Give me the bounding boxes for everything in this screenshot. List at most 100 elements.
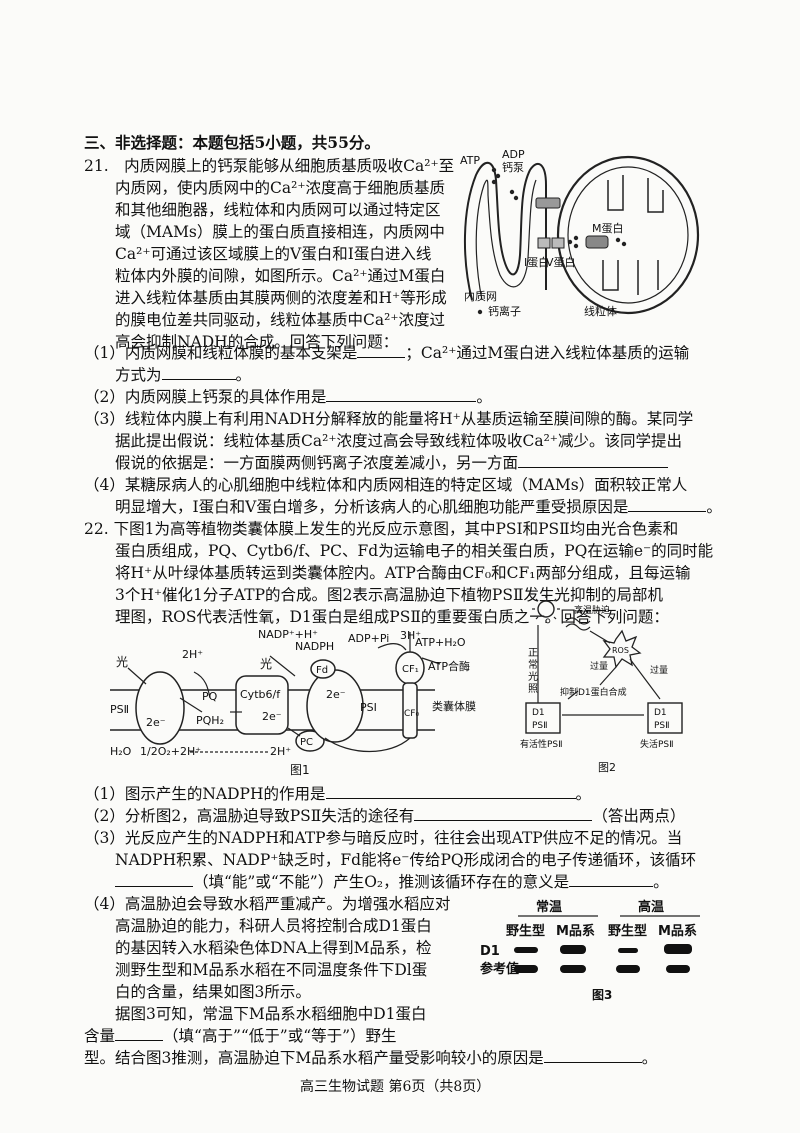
er-outline [463,161,547,301]
fig3-m-line-1: M品系 [556,923,595,939]
fig2-psii-b: PSⅡ [654,721,670,731]
fig-mito-label: 线粒体 [584,304,617,318]
sun-rays [532,595,560,623]
answer-blank[interactable] [357,343,406,358]
pc-shape [295,730,325,752]
fig1-psii: PSⅡ [110,703,129,716]
q21-line-1: 21. 内质网膜上的钙泵能够从细胞质基质吸收Ca²⁺至 [84,157,455,175]
q21-sub4-text-b: 明显增大，I蛋白和V蛋白增多，分析该病人的心肌细胞功能严重受损原因是 [115,498,629,516]
q21-line-2: 内质网，使内质网中的Ca²⁺浓度高于细胞质基质 [115,179,445,197]
q22-fig3: 常温 高温 野生型 M品系 野生型 M品系 D1 参考值 图3 [480,899,700,1002]
fig1-3h: 3H⁺ [400,629,421,642]
q21-sub1-line2: 方式为。 [115,365,252,384]
answer-blank[interactable] [161,365,236,380]
q21-figure: ATP ADP 钙泵 M蛋白 I蛋白 V蛋白 内质网 钙离子 线粒体 [460,148,700,318]
fd-shape [310,659,336,679]
q21-sub4-line2: 明显增大，I蛋白和V蛋白增多，分析该病人的心肌细胞功能严重受损原因是。 [115,497,722,516]
fig1-caption: 图1 [290,763,310,777]
section-heading: 三、非选择题：本题包括5小题，共55分。 [84,133,380,152]
answer-blank[interactable] [115,1026,164,1041]
q22-sub2-text-a: （2）分析图2，高温胁迫导致PSⅡ失活的途径有 [84,807,415,825]
q21-sub2-text: （2）内质网膜上钙泵的具体作用是 [84,388,327,406]
answer-blank[interactable] [326,387,477,402]
fig1-nadph: NADPH [295,640,334,653]
answer-blank[interactable] [518,453,669,468]
fig3-wild-2: 野生型 [608,923,647,939]
fig1-2e-2: 2e⁻ [262,710,282,723]
fig3-high-temp: 高温 [638,899,664,915]
band-d1-wild-high [618,948,638,953]
fig1-cf1: CF₁ [402,664,419,675]
q21-line-4: 域（MAMs）膜上的蛋白质直接相连，内质网中 [115,223,445,241]
fig2-d1-b: D1 [654,708,667,718]
q21-sub3-line1: （3）线粒体内膜上有利用NADH分解释放的能量将H⁺从基质运输至膜间隙的酶。某同… [84,410,694,428]
fig2-excess-1: 过量 [590,660,608,672]
q22-line-2: 蛋白质组成，PQ、Cytb6/f、PC、Fd为运输电子的相关蛋白质，PQ在运输e… [115,542,714,560]
answer-blank[interactable] [325,784,576,799]
fig1-atp-synthase: ATP合酶 [428,659,470,673]
i-protein-shape [537,237,551,249]
ros-burst [602,629,642,669]
fig2-heat-stress: 高温胁迫 [574,604,610,616]
fig-adp-label: ADP [502,148,525,161]
fig1-cf0: CF₀ [404,709,419,719]
fig2-active: 有活性PSⅡ [520,738,563,750]
q22-sub4-line8: 型。结合图3推测，高温胁迫下M品系水稻产量受影响较小的原因是。 [84,1048,658,1067]
fig1-o2-h: 1/2O₂+2H⁺ [140,745,201,758]
q22-sub4-line3: 的基因转入水稻染色体DNA上得到M品系，检 [115,939,432,957]
fig1-pq: PQ [202,690,218,703]
q21-sub3-line2: 据此提出假说：线粒体基质Ca²⁺浓度过高会导致线粒体吸收Ca²⁺减少。该同学提出 [115,432,682,450]
fig3-caption: 图3 [592,988,612,1002]
psi-shape [306,669,364,743]
q21-line-8: 的膜电位差共同驱动，线粒体基质中Ca²⁺浓度过 [115,311,445,329]
q21-sub3-line3: 假说的依据是：一方面膜两侧钙离子浓度差减小，另一方面 [115,452,669,474]
m-protein-shape [585,235,609,249]
mito-inner [567,166,689,304]
calcium-dots [477,167,627,315]
fig-i-protein-label: I蛋白 [524,255,549,269]
q22-sub4-line4: 测野生型和M品系水稻在不同温度条件下Dl蛋 [115,961,428,979]
band-ref-wild-high [616,965,640,973]
q22-sub4-line2: 高温胁迫的能力，科研人员将控制合成D1蛋白 [115,917,432,935]
fig1-cytb6f: Cytb6/f [240,688,281,701]
er-inner [475,179,537,301]
fig1-light1: 光 [116,655,128,669]
q22-line-5: 理图，ROS代表活性氧，D1蛋白是组成PSⅡ的重要蛋白质之一。回答下列问题： [115,608,669,626]
fig-m-protein-label: M蛋白 [592,221,624,235]
fig-calcium-ion-label: 钙离子 [488,304,521,318]
q22-sub1: （1）图示产生的NADPH的作用是。 [84,784,592,803]
q21-line-7: 进入线粒体基质由其膜两侧的浓度差和H⁺等形成 [115,289,447,307]
answer-blank[interactable] [414,806,593,821]
fig1-light2: 光 [260,657,272,671]
page-footer: 高三生物试题 第6页（共8页） [300,1079,491,1095]
fig2-inhibit: 抑制D1蛋白合成 [560,686,627,698]
fig2-ros: ROS [612,646,629,655]
fig1-atp-h2o: ATP+H₂O [415,636,466,649]
answer-blank[interactable] [115,872,193,887]
heat-icon [565,617,591,631]
fig1-2e-1: 2e⁻ [146,716,166,729]
answer-blank[interactable] [543,1048,642,1063]
fig1-pqh2: PQH₂ [196,714,224,727]
fig-atp-label: ATP [460,154,480,167]
q22-sub4-line5: 白的含量，结果如图3所示。 [115,983,311,1001]
q22-sub4-text-i: 型。结合图3推测，高温胁迫下M品系水稻产量受影响较小的原因是 [84,1049,544,1067]
q22-line-3: 将H⁺从叶绿体基质转运到类囊体腔内。ATP合酶由CF₀和CF₁两部分组成，且每运… [115,564,691,582]
band-ref-m-high [666,965,690,973]
q22-sub2-text-b: （答出两点） [592,807,686,825]
band-d1-wild-normal [514,947,538,953]
band-ref-wild-normal [514,965,538,973]
fig1-adp-pi: ADP+Pi [348,632,389,645]
answer-blank[interactable] [628,497,707,512]
fig1-pc: PC [300,737,313,748]
q22-sub4-text-g: 含量 [84,1027,116,1045]
answer-blank[interactable] [569,872,654,887]
q22-fig1: 光 2H⁺ NADP⁺+H⁺ NADPH ADP+Pi ATP+H₂O 3H⁺ … [110,628,476,777]
fig2-psii-a: PSⅡ [532,721,548,731]
q22-sub4-line1: （4）高温胁迫会导致水稻严重减产。为增强水稻应对 [84,895,451,913]
q21-sub2: （2）内质网膜上钙泵的具体作用是。 [84,387,492,406]
q21-sub1-text-a: （1）内质网膜和线粒体膜的基本支架是 [84,344,358,362]
fig3-wild-1: 野生型 [506,923,545,939]
q22-sub3-line1: （3）光反应产生的NADPH和ATP参与暗反应时，往往会出现ATP供应不足的情况… [84,829,683,847]
q22-fig2: 高温胁迫 ROS 过量 过量 抑制D1蛋白合成 D1 PSⅡ D1 PSⅡ 有活… [520,595,683,774]
